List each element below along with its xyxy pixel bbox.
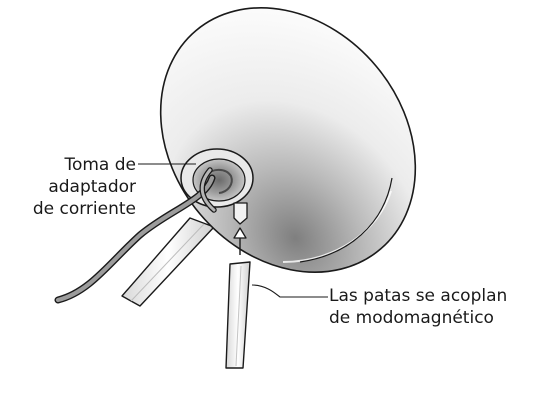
- callout-power-port: Toma de adaptador de corriente: [33, 154, 136, 220]
- callout-power-line-3: de corriente: [32, 199, 136, 219]
- attach-arrow-icon: [233, 227, 247, 255]
- front-leg: [225, 261, 251, 369]
- callout-power-line-2: adaptador: [48, 177, 136, 197]
- callout-legs-line-2: de modomagnético: [329, 308, 494, 328]
- callout-leader-lines: [138, 163, 328, 298]
- rear-leg: [121, 217, 215, 307]
- callout-legs-line-1: Las patas se acoplan: [329, 286, 508, 306]
- callout-power-line-1: Toma de: [64, 155, 136, 175]
- leg-mount-tab: [233, 202, 248, 225]
- callout-magnetic-legs: Las patas se acoplan de modomagnético: [329, 285, 507, 329]
- power-cable: [54, 167, 217, 304]
